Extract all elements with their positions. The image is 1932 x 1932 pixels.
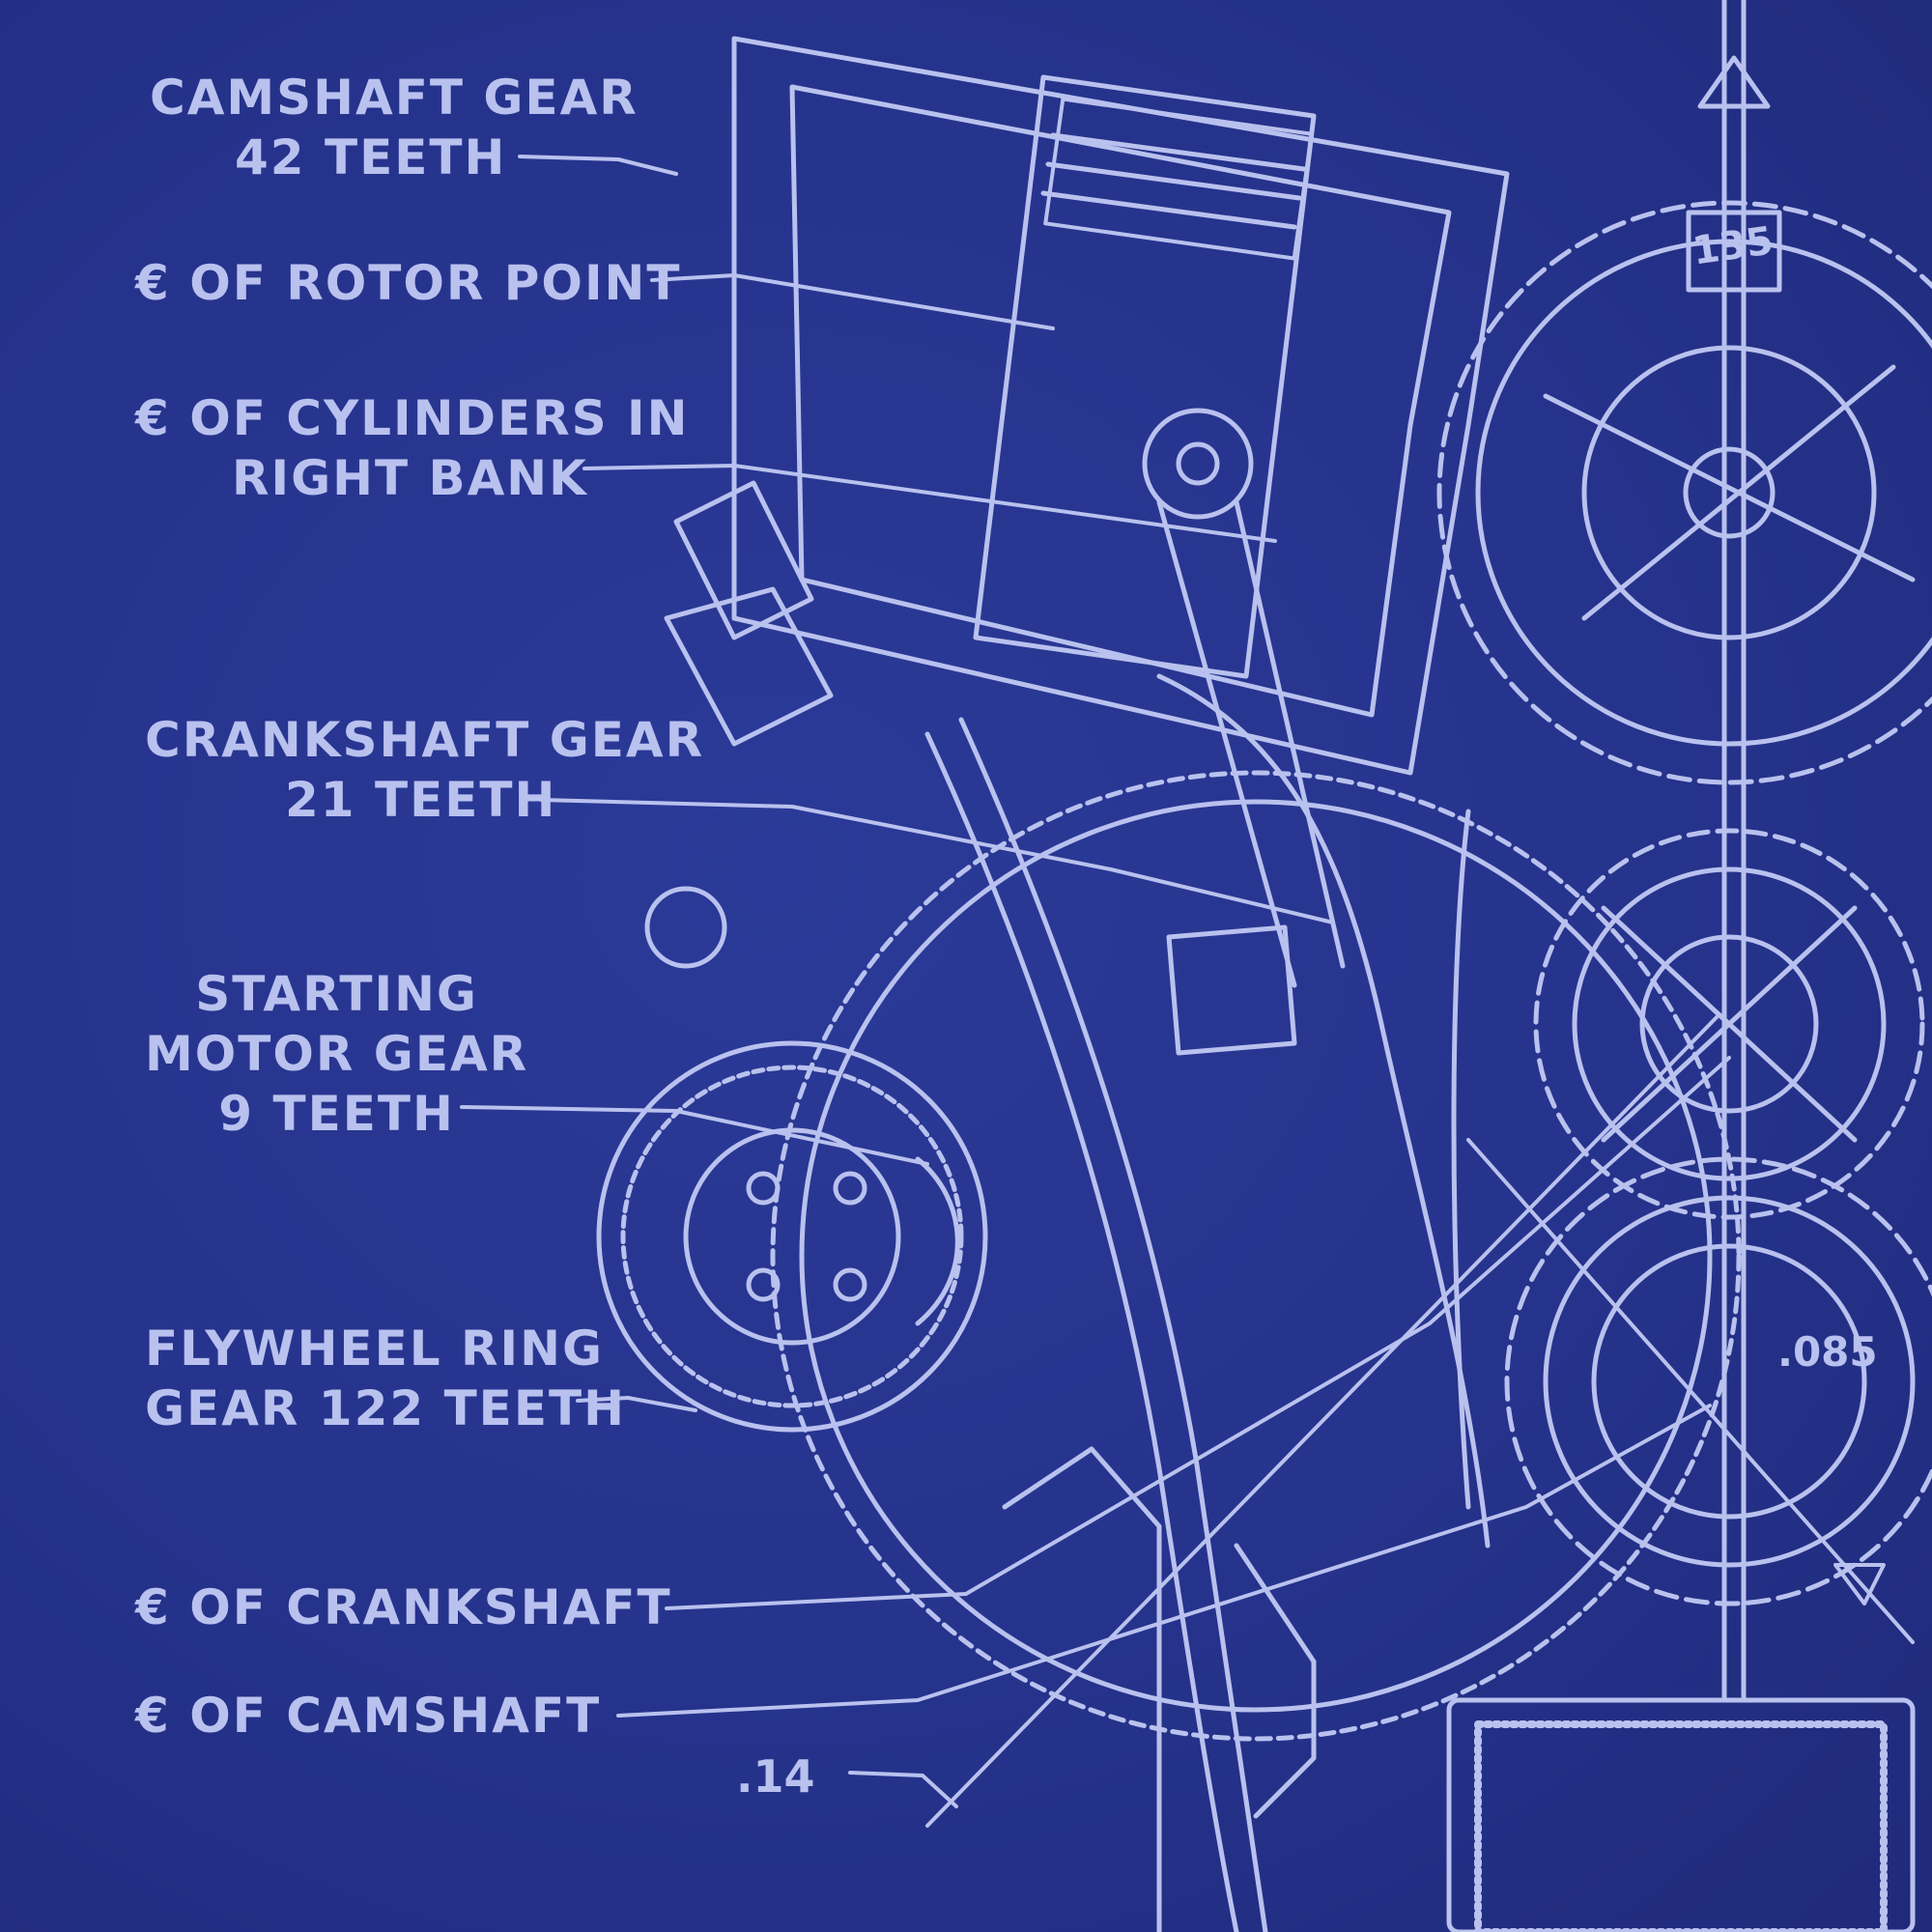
crank-gear-spoke-2 bbox=[1601, 905, 1858, 1143]
crank-gear-hub bbox=[1639, 934, 1819, 1114]
connecting-rod-right bbox=[1234, 499, 1346, 969]
cylinder-bank bbox=[664, 36, 1510, 1056]
starter-housing-inner bbox=[620, 1065, 964, 1408]
crank-gear-ring bbox=[1572, 867, 1887, 1181]
camshaft-gear bbox=[1436, 200, 1932, 785]
dimension-line-a bbox=[925, 1012, 1721, 1828]
piston-ring-3 bbox=[1040, 190, 1297, 230]
starter-bolt-2 bbox=[833, 1171, 867, 1206]
crank-gear-outer bbox=[1533, 828, 1925, 1220]
connecting-rod-left bbox=[1156, 499, 1297, 988]
label-crankshaft-centerline: € OF CRANKSHAFT bbox=[135, 1577, 672, 1637]
oil-strainer bbox=[1446, 1697, 1916, 1932]
leader-crankshaft-centerline bbox=[665, 1056, 1731, 1610]
piston-ring-1 bbox=[1050, 132, 1307, 172]
leader-dim-14 bbox=[848, 1771, 958, 1808]
leader-crankshaft-gear bbox=[539, 798, 1335, 924]
label-flywheel-line-2: GEAR 122 TEETH bbox=[145, 1380, 626, 1436]
arrowhead-b bbox=[1833, 1563, 1886, 1605]
wrist-pin bbox=[1142, 408, 1254, 520]
rod-big-end bbox=[1166, 924, 1297, 1056]
manifold-port bbox=[673, 480, 814, 640]
flywheel-ring-gear bbox=[770, 770, 1742, 1742]
starter-pinion bbox=[915, 1156, 960, 1326]
label-flywheel-ring-gear: FLYWHEEL RING GEAR 122 TEETH bbox=[145, 1319, 626, 1438]
leader-rotor-point bbox=[650, 273, 1055, 330]
starter-mount-lug bbox=[644, 886, 727, 969]
label-camshaft-centerline-line-1: € OF CAMSHAFT bbox=[135, 1688, 602, 1744]
dimension-085: .085 bbox=[1777, 1328, 1878, 1376]
oil-pan-side bbox=[1234, 1543, 1317, 1819]
side-bracket bbox=[1002, 1446, 1162, 1932]
cam-gear-outer bbox=[1436, 200, 1932, 785]
starter-hub bbox=[683, 1127, 901, 1346]
centre-shaft bbox=[1686, 0, 1782, 1703]
lower-gear-ring bbox=[1543, 1195, 1916, 1568]
cam-gear-spoke-2 bbox=[1581, 364, 1896, 621]
starter-bolt-1 bbox=[746, 1171, 781, 1206]
label-starting-motor-line-2: MOTOR GEAR bbox=[145, 1026, 529, 1082]
label-starting-motor-line-1: STARTING bbox=[195, 966, 478, 1022]
engine-block bbox=[924, 673, 1491, 1932]
label-camshaft-gear: CAMSHAFT GEAR 42 TEETH bbox=[150, 68, 639, 187]
label-crankshaft-gear-line-1: CRANKSHAFT GEAR bbox=[145, 712, 705, 768]
label-rotor-point: € OF ROTOR POINT bbox=[135, 253, 682, 313]
lower-gear-hub bbox=[1591, 1243, 1867, 1520]
shaft-arrow-top bbox=[1697, 55, 1771, 109]
label-crankshaft-gear: CRANKSHAFT GEAR 21 TEETH bbox=[145, 710, 704, 830]
label-cylinders-right-bank: € OF CYLINDERS IN RIGHT BANK bbox=[135, 388, 690, 508]
cam-gear-spoke-1 bbox=[1543, 393, 1916, 582]
label-camshaft-gear-line-2: 42 TEETH bbox=[235, 129, 507, 185]
label-flywheel-line-1: FLYWHEEL RING bbox=[145, 1321, 604, 1377]
crankshaft-gear bbox=[1533, 828, 1925, 1220]
label-camshaft-gear-line-1: CAMSHAFT GEAR bbox=[150, 70, 639, 126]
flywheel-inner bbox=[799, 799, 1713, 1713]
cylinder-wall-inner bbox=[789, 84, 1452, 718]
piston-ring-2 bbox=[1045, 161, 1302, 201]
label-starting-motor-line-3: 9 TEETH bbox=[218, 1086, 455, 1142]
label-cylinders-line-1: € OF CYLINDERS IN bbox=[135, 390, 690, 446]
piston bbox=[973, 74, 1317, 679]
starting-motor bbox=[596, 886, 988, 1433]
cam-gear-ring bbox=[1475, 239, 1932, 747]
starter-bolt-3 bbox=[746, 1267, 781, 1302]
lower-idler-gear bbox=[1504, 1156, 1932, 1606]
flywheel-outer bbox=[770, 770, 1742, 1742]
label-starting-motor-gear: STARTING MOTOR GEAR 9 TEETH bbox=[145, 964, 528, 1144]
starter-bolt-4 bbox=[833, 1267, 867, 1302]
dimension-lines bbox=[925, 1012, 1915, 1828]
shaft-collar bbox=[1686, 210, 1782, 293]
crankcase-inner-outline bbox=[958, 717, 1268, 1932]
label-camshaft-centerline: € OF CAMSHAFT bbox=[135, 1686, 601, 1746]
lower-gear-outer bbox=[1504, 1156, 1932, 1606]
leader-camshaft-gear bbox=[518, 155, 678, 176]
label-crankshaft-gear-line-2: 21 TEETH bbox=[285, 772, 557, 828]
strainer-mesh bbox=[1474, 1720, 1888, 1932]
cam-gear-hub bbox=[1581, 345, 1877, 640]
cylinder-wall-outer bbox=[731, 36, 1510, 776]
leader-camshaft-centerline bbox=[616, 1404, 1712, 1718]
piston-ring-band bbox=[1043, 97, 1314, 261]
label-crankshaft-centerline-line-1: € OF CRANKSHAFT bbox=[135, 1579, 672, 1635]
leader-flywheel-ring-gear bbox=[576, 1396, 697, 1412]
label-rotor-point-line-1: € OF ROTOR POINT bbox=[135, 255, 682, 311]
label-cylinders-line-2: RIGHT BANK bbox=[232, 450, 588, 506]
dimension-14: .14 bbox=[736, 1750, 815, 1803]
strainer-case bbox=[1446, 1697, 1916, 1932]
valve-cover-block bbox=[664, 586, 834, 747]
cam-gear-bore bbox=[1683, 446, 1776, 539]
timing-cover-edge bbox=[1451, 809, 1471, 1510]
dimension-line-b bbox=[1466, 1138, 1915, 1644]
wrist-pin-bore bbox=[1176, 441, 1220, 486]
crankcase-outline bbox=[924, 731, 1239, 1932]
starter-housing-outer bbox=[596, 1040, 988, 1433]
